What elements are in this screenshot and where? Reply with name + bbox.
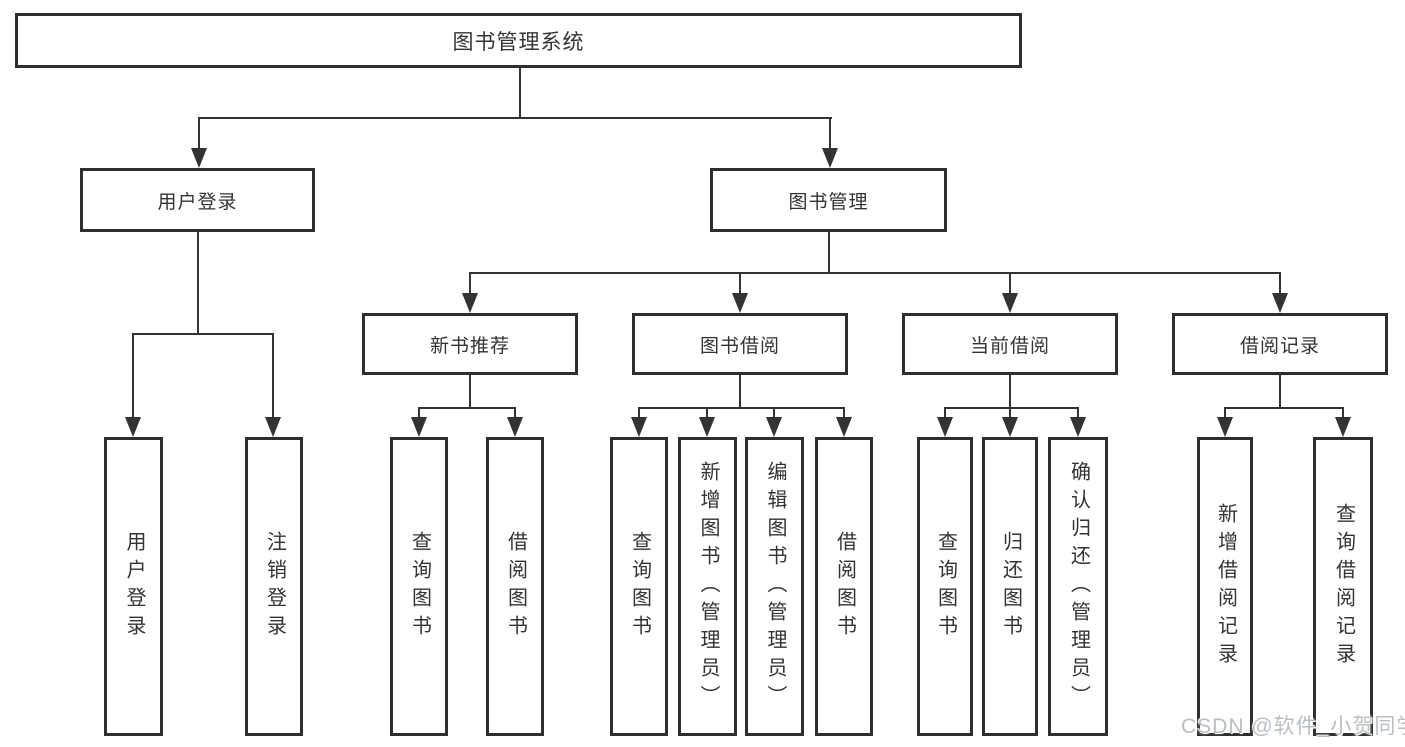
node-book-mgmt-label: 图书管理 [788, 191, 869, 213]
node-leaf-rc-add-record-label: 新增借阅记录 [1214, 502, 1237, 671]
node-leaf-user-login-label: 用户登录 [123, 530, 145, 643]
node-leaf-cb-confirm-return-admin-label: 确认归还（管理员） [1067, 460, 1090, 713]
node-leaf-bb-add-books-admin-label: 新增图书（管理员） [697, 460, 719, 713]
arrowhead-user-login-icon [191, 148, 207, 168]
node-new-books-label: 新书推荐 [429, 335, 510, 357]
node-leaf-rc-add-record: 新增借阅记录 [1197, 437, 1253, 736]
connector-rc-leaf1-shaft [1224, 407, 1226, 417]
arrowhead-current-icon [1002, 293, 1018, 313]
node-leaf-bb-edit-books-admin-label: 编辑图书（管理员） [764, 460, 786, 713]
node-leaf-nb-borrow-books-label: 借阅图书 [504, 530, 527, 643]
arrowhead-rc-leaf2-icon [1335, 417, 1351, 437]
node-borrow-records: 借阅记录 [1172, 313, 1388, 375]
node-leaf-cb-confirm-return-admin: 确认归还（管理员） [1048, 437, 1108, 736]
arrowhead-bb-leaf1-icon [631, 417, 647, 437]
connector-user-login-rail [132, 333, 274, 335]
connector-bb-leaf2-shaft [706, 407, 708, 417]
node-leaf-logout-label: 注销登录 [263, 530, 286, 643]
connector-cb-leaf3-shaft [1077, 407, 1079, 417]
connector-nb-leaf2-shaft [514, 407, 516, 417]
arrowhead-login-leaf1-icon [125, 417, 141, 437]
connector-current-stub [1009, 375, 1011, 407]
connector-current-rail [944, 407, 1079, 409]
connector-book-mgmt-stub [828, 232, 830, 272]
connector-book-mgmt-rail [469, 272, 1281, 274]
node-book-borrow: 图书借阅 [632, 313, 848, 375]
connector-root-stub [519, 68, 521, 117]
arrowhead-records-icon [1272, 293, 1288, 313]
connector-user-login-stub [197, 232, 199, 333]
arrowhead-login-leaf2-icon [265, 417, 281, 437]
connector-current-shaft [1009, 272, 1011, 293]
node-current-borrow-label: 当前借阅 [969, 335, 1050, 357]
connector-new-books-shaft [469, 272, 471, 293]
connector-bb-leaf4-shaft [843, 407, 845, 417]
node-leaf-rc-query-record: 查询借阅记录 [1313, 437, 1373, 736]
connector-new-books-stub [469, 375, 471, 407]
connector-records-rail [1224, 407, 1344, 409]
arrowhead-new-books-icon [462, 293, 478, 313]
node-leaf-bb-edit-books-admin: 编辑图书（管理员） [745, 437, 804, 736]
connector-new-books-rail [418, 407, 516, 409]
arrowhead-cb-leaf2-icon [1002, 417, 1018, 437]
arrowhead-borrow-icon [732, 293, 748, 313]
arrowhead-rc-leaf1-icon [1217, 417, 1233, 437]
connector-book-mgmt-shaft [829, 117, 831, 148]
node-root-label: 图书管理系统 [452, 30, 585, 54]
node-leaf-cb-query-books-label: 查询图书 [934, 530, 957, 643]
arrowhead-nb-leaf2-icon [507, 417, 523, 437]
node-root-system: 图书管理系统 [15, 13, 1022, 68]
connector-borrow-shaft [739, 272, 741, 293]
arrowhead-cb-leaf3-icon [1070, 417, 1086, 437]
node-borrow-records-label: 借阅记录 [1239, 335, 1320, 357]
node-leaf-cb-return-books: 归还图书 [982, 437, 1038, 736]
connector-rc-leaf2-shaft [1342, 407, 1344, 417]
connector-login-leaf1-shaft [132, 333, 134, 417]
connector-root-rail [198, 117, 832, 119]
node-leaf-bb-borrow-books: 借阅图书 [815, 437, 873, 736]
csdn-watermark: CSDN @软件_小贺同学 [1181, 715, 1405, 738]
node-leaf-bb-query-books: 查询图书 [610, 437, 668, 736]
node-leaf-cb-query-books: 查询图书 [917, 437, 973, 736]
node-current-borrow: 当前借阅 [902, 313, 1118, 375]
connector-bb-leaf3-shaft [773, 407, 775, 417]
node-new-books: 新书推荐 [362, 313, 578, 375]
arrowhead-bb-leaf4-icon [836, 417, 852, 437]
connector-bb-leaf1-shaft [638, 407, 640, 417]
node-leaf-nb-borrow-books: 借阅图书 [486, 437, 544, 736]
connector-borrow-stub [739, 375, 741, 407]
node-leaf-bb-add-books-admin: 新增图书（管理员） [678, 437, 737, 736]
node-leaf-user-login: 用户登录 [104, 437, 163, 736]
connector-cb-leaf2-shaft [1009, 407, 1011, 417]
node-user-login: 用户登录 [80, 168, 315, 232]
node-user-login-label: 用户登录 [157, 191, 238, 213]
node-book-borrow-label: 图书借阅 [699, 335, 780, 357]
node-leaf-bb-borrow-books-label: 借阅图书 [833, 530, 856, 643]
connector-cb-leaf1-shaft [944, 407, 946, 417]
node-leaf-nb-query-books-label: 查询图书 [408, 530, 431, 643]
arrowhead-book-mgmt-icon [822, 148, 838, 168]
connector-nb-leaf1-shaft [418, 407, 420, 417]
node-leaf-cb-return-books-label: 归还图书 [999, 530, 1022, 643]
arrowhead-nb-leaf1-icon [411, 417, 427, 437]
connector-borrow-rail [638, 407, 845, 409]
node-book-mgmt: 图书管理 [710, 168, 947, 232]
node-leaf-logout: 注销登录 [245, 437, 303, 736]
node-leaf-nb-query-books: 查询图书 [390, 437, 448, 736]
arrowhead-cb-leaf1-icon [937, 417, 953, 437]
arrowhead-bb-leaf3-icon [766, 417, 782, 437]
node-leaf-bb-query-books-label: 查询图书 [628, 530, 651, 643]
connector-user-login-shaft [198, 117, 200, 148]
connector-login-leaf2-shaft [272, 333, 274, 417]
arrowhead-bb-leaf2-icon [699, 417, 715, 437]
node-leaf-rc-query-record-label: 查询借阅记录 [1332, 502, 1355, 671]
connector-records-stub [1279, 375, 1281, 407]
connector-records-shaft [1279, 272, 1281, 293]
